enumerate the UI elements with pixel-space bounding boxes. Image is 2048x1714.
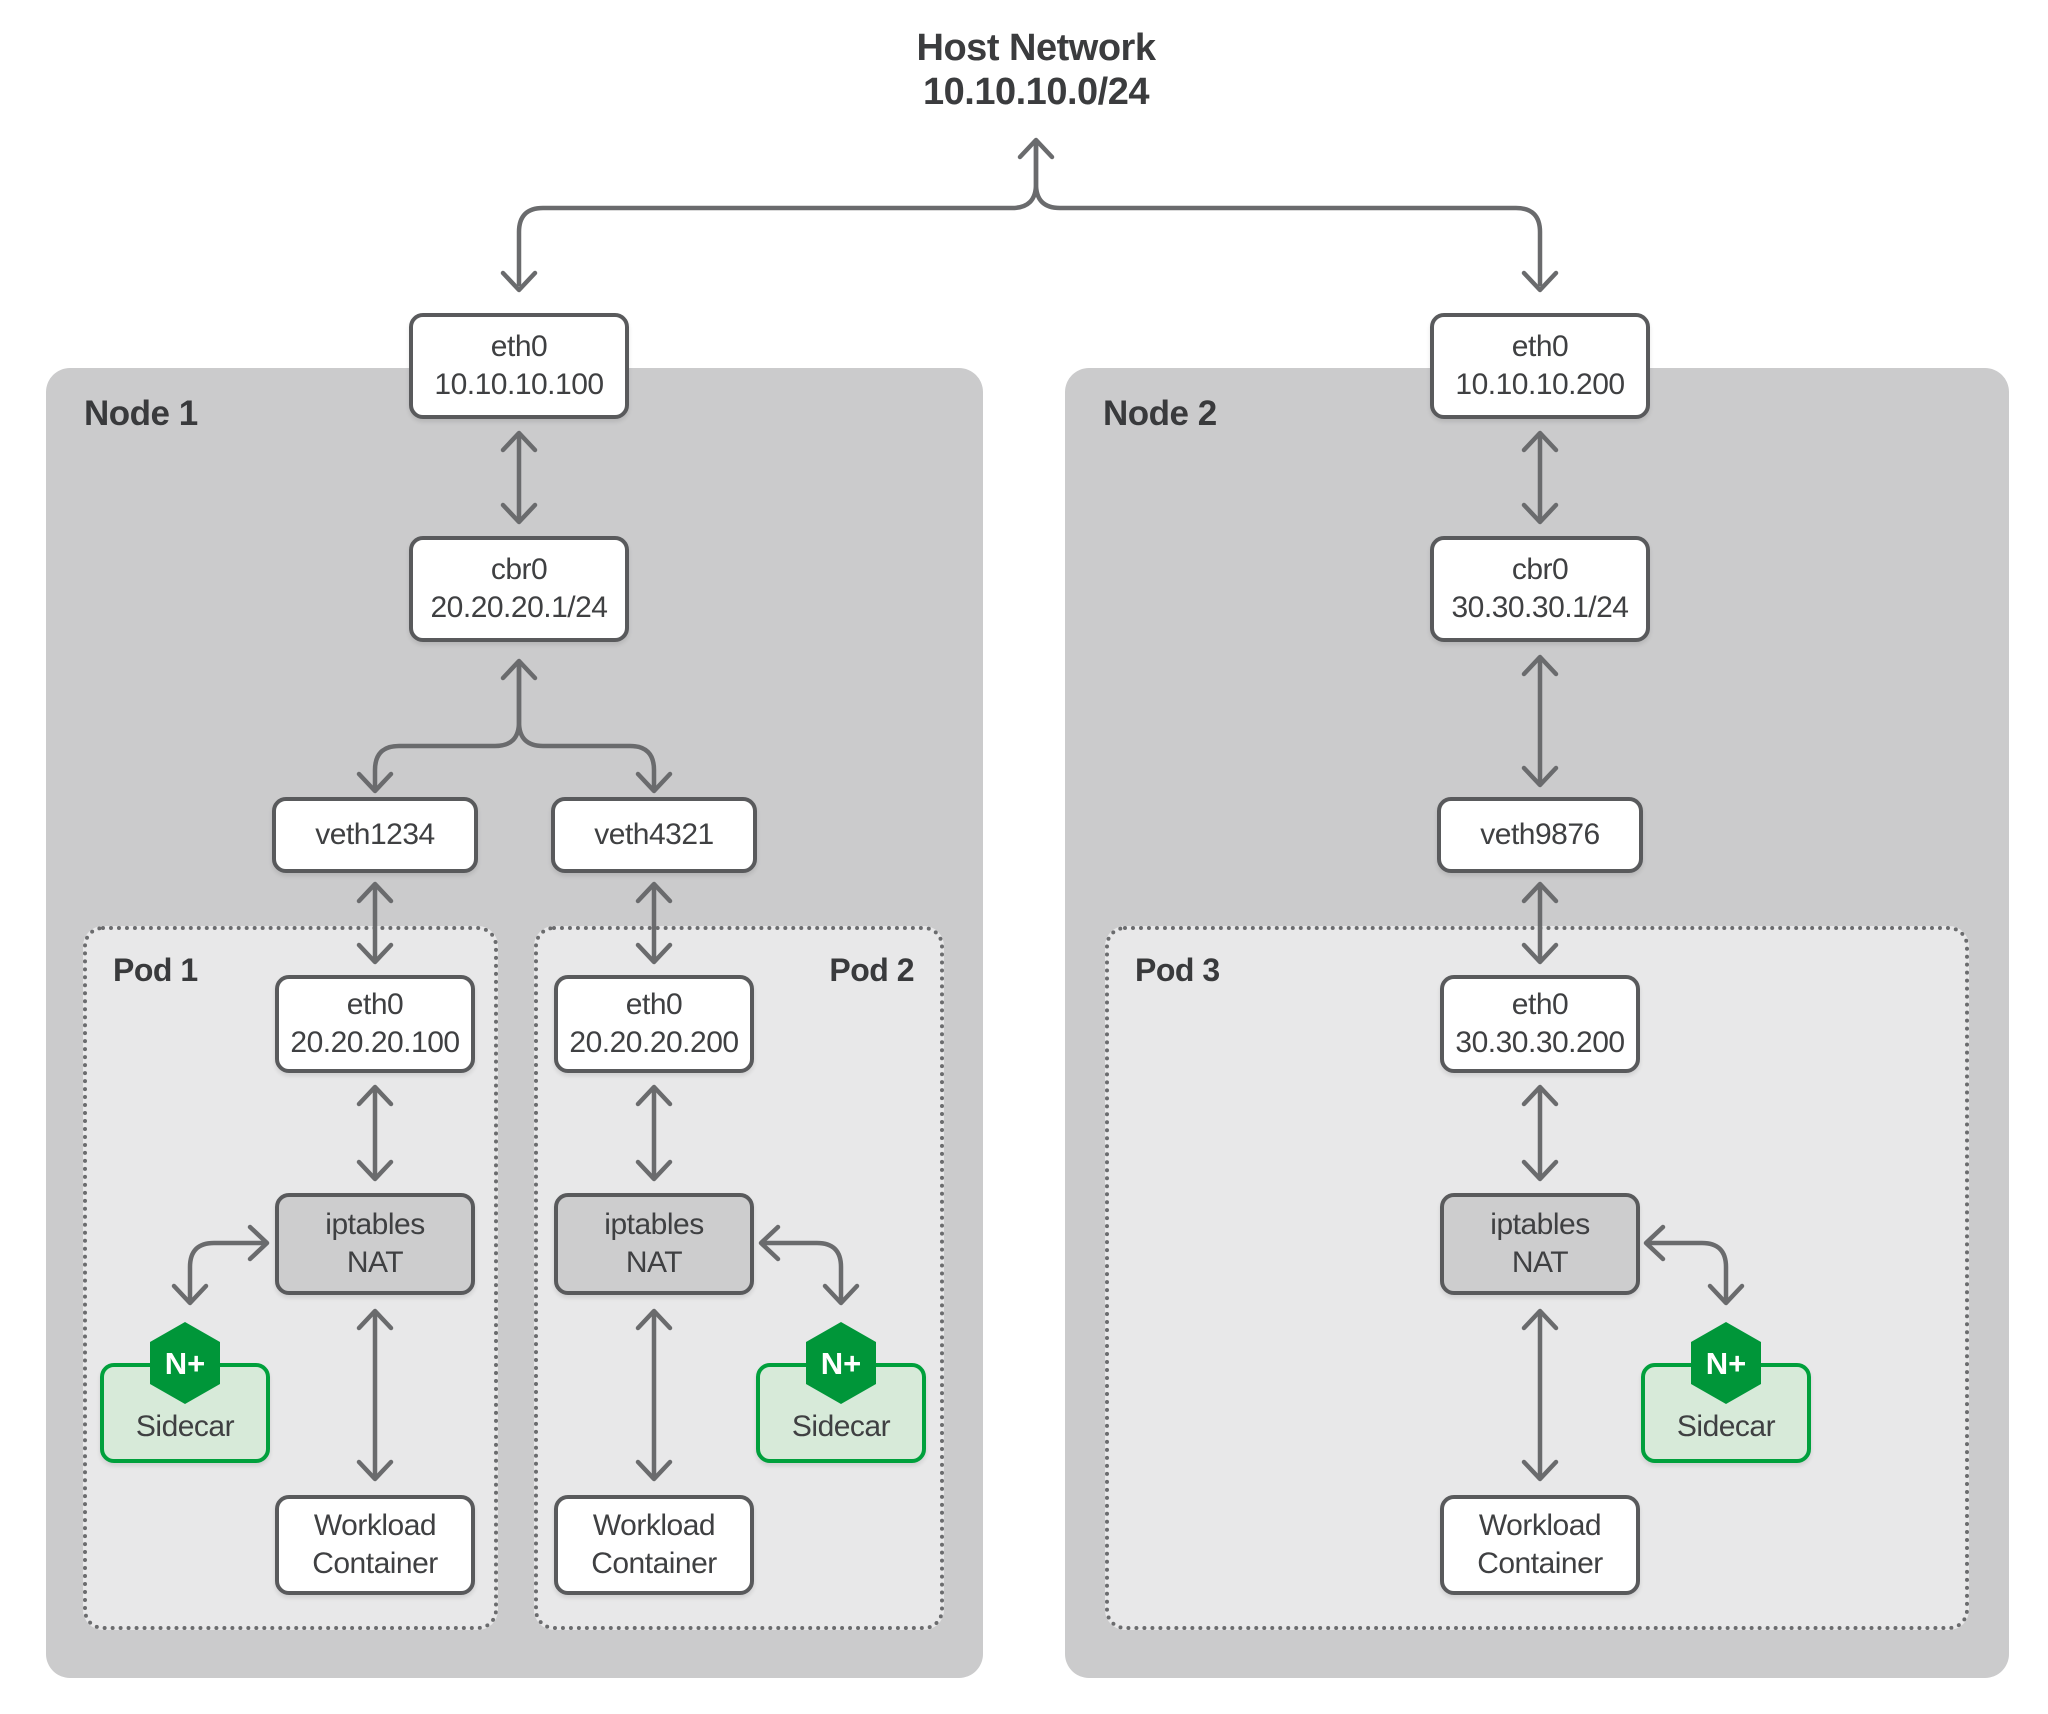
pod2-nat-line1: iptables [604, 1208, 704, 1242]
node1-eth0-ip: 10.10.10.100 [434, 368, 604, 401]
node2-cbr0-name: cbr0 [1511, 553, 1569, 587]
veth9876-box: veth9876 [1437, 797, 1643, 873]
host-network-title-block: Host Network 10.10.10.0/24 [736, 26, 1336, 114]
pod3-workload-line2: Container [1477, 1547, 1603, 1580]
pod2-sidecar-label: Sidecar [791, 1410, 891, 1444]
pod-2-label: Pod 2 [829, 952, 914, 988]
pod3-eth0-name: eth0 [1511, 988, 1569, 1022]
node-2-label: Node 2 [1103, 394, 1217, 433]
veth9876-pod3-eth0-arrow [1521, 881, 1559, 965]
pod3-nat-line1: iptables [1490, 1208, 1590, 1242]
pod2-eth0-nat-arrow [635, 1084, 673, 1182]
pod1-nat-workload-arrow [356, 1308, 394, 1482]
veth1234-pod1-eth0-arrow [356, 881, 394, 965]
svg-text:N+: N+ [1706, 1346, 1747, 1381]
node2-eth0-ip: 10.10.10.200 [1455, 368, 1625, 401]
svg-text:N+: N+ [821, 1346, 862, 1381]
pod1-workload-container-box: Workload Container [275, 1495, 475, 1595]
node1-eth0-box: eth0 10.10.10.100 [409, 313, 629, 419]
pod3-workload-container-box: Workload Container [1440, 1495, 1640, 1595]
node-1-label: Node 1 [84, 394, 198, 433]
pod2-nginx-plus-icon: N+ [806, 1322, 876, 1404]
svg-text:N+: N+ [165, 1346, 206, 1381]
pod1-nat-line1: iptables [325, 1208, 425, 1242]
pod2-nat-line2: NAT [625, 1246, 683, 1279]
pod2-eth0-name: eth0 [625, 988, 683, 1022]
pod2-eth0-box: eth0 20.20.20.200 [554, 975, 754, 1073]
node1-cbr0-name: cbr0 [490, 553, 548, 587]
pod3-eth0-ip: 30.30.30.200 [1455, 1026, 1625, 1059]
pod1-eth0-name: eth0 [346, 988, 404, 1022]
pod1-eth0-nat-arrow [356, 1084, 394, 1182]
pod1-sidecar-label: Sidecar [135, 1410, 235, 1444]
pod2-nat-workload-arrow [635, 1308, 673, 1482]
pod3-workload-line1: Workload [1478, 1509, 1602, 1543]
node1-eth0-name: eth0 [490, 330, 548, 364]
veth1234-box: veth1234 [272, 797, 478, 873]
pod3-eth0-nat-arrow [1521, 1084, 1559, 1182]
host-network-title: Host Network [916, 27, 1156, 69]
pod2-iptables-nat-box: iptables NAT [554, 1193, 754, 1295]
pod1-iptables-nat-box: iptables NAT [275, 1193, 475, 1295]
pod3-nat-line2: NAT [1511, 1246, 1569, 1279]
pod-1-label: Pod 1 [113, 952, 198, 988]
pod3-sidecar-nat-arrow [1643, 1224, 1745, 1306]
node1-cbr0-ip: 20.20.20.1/24 [430, 591, 608, 624]
pod1-workload-line2: Container [312, 1547, 438, 1580]
pod2-workload-line2: Container [591, 1547, 717, 1580]
node1-eth0-cbr0-arrow [500, 430, 538, 525]
pod1-nat-line2: NAT [346, 1246, 404, 1279]
pod2-workload-container-box: Workload Container [554, 1495, 754, 1595]
pod3-sidecar-label: Sidecar [1676, 1410, 1776, 1444]
pod3-iptables-nat-box: iptables NAT [1440, 1193, 1640, 1295]
host-network-cidr: 10.10.10.0/24 [923, 71, 1149, 114]
pod3-nginx-plus-icon: N+ [1691, 1322, 1761, 1404]
pod1-nginx-plus-icon: N+ [150, 1322, 220, 1404]
pod3-eth0-box: eth0 30.30.30.200 [1440, 975, 1640, 1073]
node2-eth0-box: eth0 10.10.10.200 [1430, 313, 1650, 419]
node2-cbr0-ip: 30.30.30.1/24 [1451, 591, 1629, 624]
node2-eth0-name: eth0 [1511, 330, 1569, 364]
node2-eth0-cbr0-arrow [1521, 430, 1559, 525]
pod1-workload-line1: Workload [313, 1509, 437, 1543]
veth4321-box: veth4321 [551, 797, 757, 873]
veth4321-pod2-eth0-arrow [635, 881, 673, 965]
node1-cbr0-box: cbr0 20.20.20.1/24 [409, 536, 629, 642]
node2-cbr0-veth9876-arrow [1521, 654, 1559, 788]
node2-cbr0-box: cbr0 30.30.30.1/24 [1430, 536, 1650, 642]
pod1-sidecar-nat-arrow [171, 1224, 270, 1306]
pod1-eth0-ip: 20.20.20.100 [290, 1026, 460, 1059]
node1-cbr0-veth-split-arrow [356, 658, 673, 794]
pod1-eth0-box: eth0 20.20.20.100 [275, 975, 475, 1073]
pod2-sidecar-nat-arrow [758, 1224, 860, 1306]
pod2-eth0-ip: 20.20.20.200 [569, 1026, 739, 1059]
pod-3-label: Pod 3 [1135, 952, 1220, 988]
host-network-branch-arrow [500, 137, 1559, 293]
pod3-nat-workload-arrow [1521, 1308, 1559, 1482]
pod2-workload-line1: Workload [592, 1509, 716, 1543]
